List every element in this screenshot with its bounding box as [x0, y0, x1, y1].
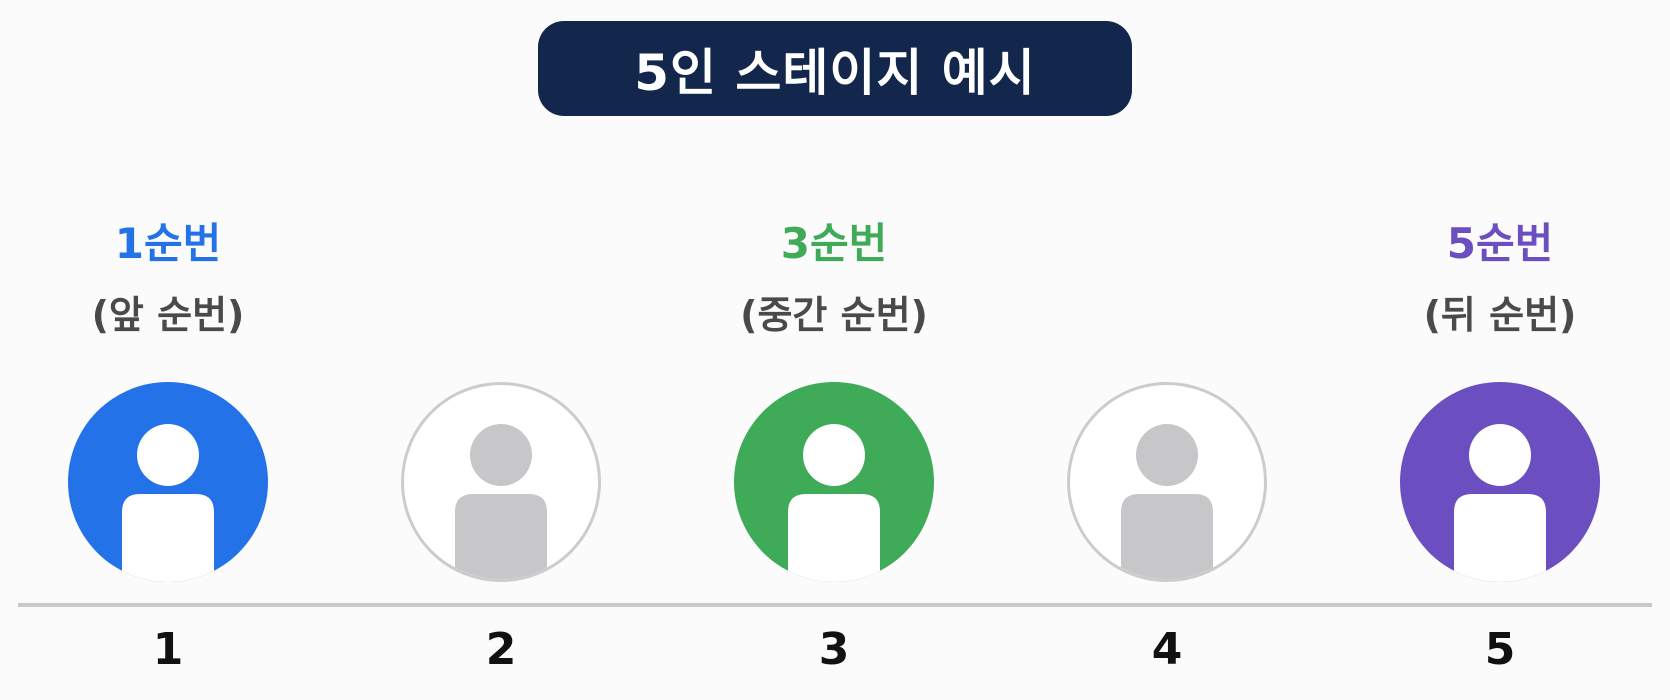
- stage-title: 5인 스테이지 예시: [538, 21, 1132, 116]
- slot-3-heading: 3순번: [780, 219, 888, 268]
- slot-5-number: 5: [1484, 624, 1516, 675]
- stage-slot-1: 1순번 (앞 순번) 1: [18, 0, 318, 700]
- person-icon: [1067, 382, 1267, 582]
- stage-slot-3: 3순번 (중간 순번) 3: [684, 0, 984, 700]
- person-icon: [68, 382, 268, 582]
- slot-3-number: 3: [818, 624, 850, 675]
- slot-1-sub: (앞 순번): [91, 293, 245, 337]
- stage-slot-2: 2: [351, 0, 651, 700]
- slot-1-heading: 1순번: [114, 219, 222, 268]
- slot-5-sub: (뒤 순번): [1423, 293, 1577, 337]
- slot-2-number: 2: [485, 624, 517, 675]
- slot-1-number: 1: [152, 624, 184, 675]
- stage-slot-4: 4: [1017, 0, 1317, 700]
- slot-4-number: 4: [1151, 624, 1183, 675]
- slot-5-heading: 5순번: [1446, 219, 1554, 268]
- person-icon: [1400, 382, 1600, 582]
- slot-3-sub: (중간 순번): [740, 293, 928, 337]
- stage-slot-5: 5순번 (뒤 순번) 5: [1350, 0, 1650, 700]
- stage-baseline: [18, 603, 1652, 607]
- person-icon: [401, 382, 601, 582]
- person-icon: [734, 382, 934, 582]
